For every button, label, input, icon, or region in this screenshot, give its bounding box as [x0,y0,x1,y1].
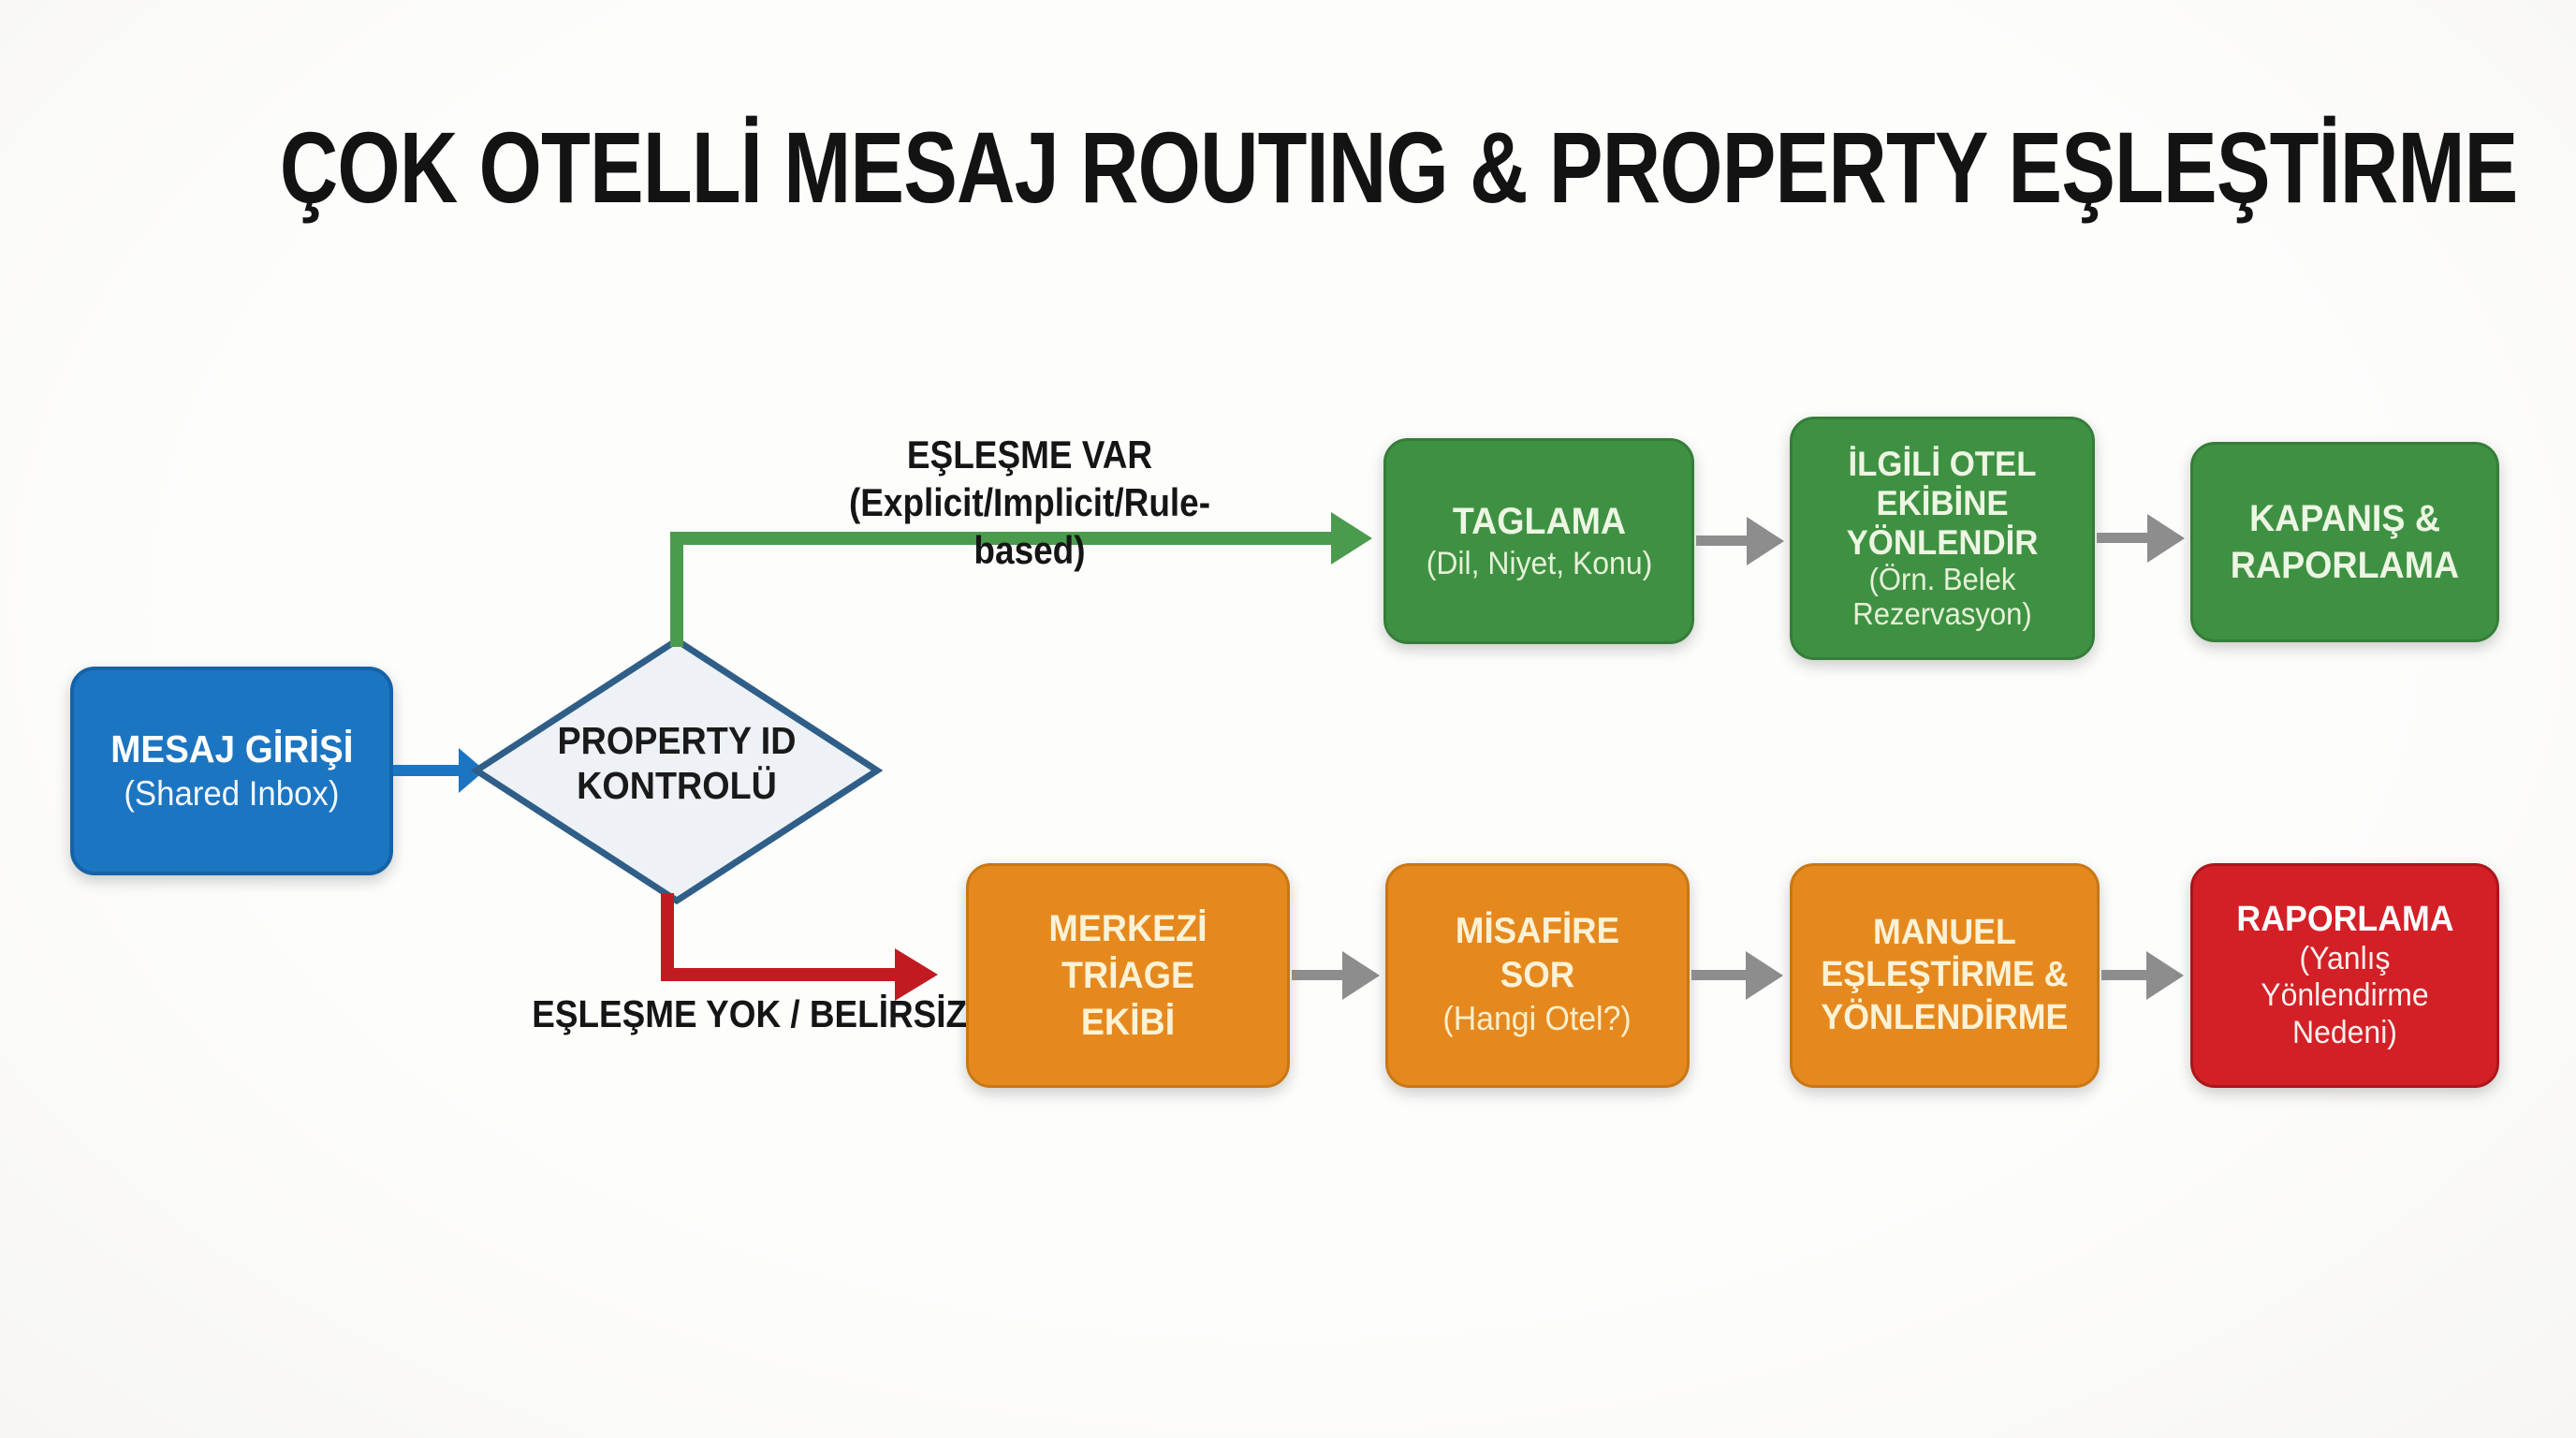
arrow-taglama-to-ilgili-shaft [1696,536,1750,546]
node-misafire-sor-title: MİSAFİRE SOR [1455,910,1620,995]
node-kapanis: KAPANIŞ & RAPORLAMA [2190,442,2499,642]
node-property-id-kontrolu: PROPERTY ID KONTROLÜ [557,719,797,807]
match-edge-label-line1: EŞLEŞME VAR [906,433,1153,477]
node-ilgili-otel: İLGİLİ OTEL EKİBİNE YÖNLENDİR (Örn. Bele… [1790,417,2095,660]
match-connector-horizontal [670,532,1333,545]
match-connector-vertical [670,538,683,647]
arrow-manuel-to-raporlama-shaft [2101,970,2150,980]
arrow-manuel-to-raporlama-head [2146,951,2184,1000]
arrow-misafire-to-manuel-shaft [1691,970,1749,980]
node-manuel-eslestirme-title: MANUEL EŞLEŞTİRME & YÖNLENDİRME [1821,912,2069,1037]
no-match-connector-horizontal [661,968,897,981]
arrow-triage-to-misafire-shaft [1292,970,1346,980]
node-manuel-eslestirme: MANUEL EŞLEŞTİRME & YÖNLENDİRME [1790,863,2100,1088]
node-taglama-subtitle: (Dil, Niyet, Konu) [1426,545,1652,581]
node-mesaj-girisi: MESAJ GİRİŞİ (Shared Inbox) [70,667,393,875]
page-title: ÇOK OTELLİ MESAJ ROUTING & PROPERTY EŞLE… [0,109,2576,226]
arrow-taglama-to-ilgili-head [1747,517,1784,565]
match-edge-label: EŞLEŞME VAR (Explicit/Implicit/Rule-base… [799,431,1261,575]
decision-diamond-shape [471,636,883,905]
arrow-input-to-decision-shaft [393,765,461,776]
page-title-text: ÇOK OTELLİ MESAJ ROUTING & PROPERTY EŞLE… [279,110,2518,224]
node-raporlama-subtitle: (Yanlış Yönlendirme Nedeni) [2261,940,2429,1050]
arrow-misafire-to-manuel-head [1746,951,1783,1000]
arrow-triage-to-misafire-head [1342,951,1380,1000]
match-edge-label-line2: (Explicit/Implicit/Rule-based) [848,480,1211,573]
node-ilgili-otel-title: İLGİLİ OTEL EKİBİNE YÖNLENDİR [1846,444,2039,563]
node-misafire-sor-subtitle: (Hangi Otel?) [1442,999,1632,1038]
arrow-ilgili-to-kapanis-shaft [2097,533,2151,543]
no-match-edge-label: EŞLEŞME YOK / BELİRSİZ [532,992,968,1035]
node-raporlama-title: RAPORLAMA [2235,900,2454,939]
node-taglama-title: TAGLAMA [1452,500,1626,542]
node-mesaj-girisi-subtitle: (Shared Inbox) [124,773,340,813]
match-connector-arrowhead [1331,512,1372,565]
node-raporlama: RAPORLAMA (Yanlış Yönlendirme Nedeni) [2190,863,2499,1088]
node-merkezi-triage: MERKEZİ TRİAGE EKİBİ [966,863,1290,1088]
node-ilgili-otel-subtitle: (Örn. Belek Rezervasyon) [1852,562,2032,632]
node-kapanis-title: KAPANIŞ & RAPORLAMA [2230,498,2460,586]
no-match-connector-arrowhead [895,948,938,1001]
node-mesaj-girisi-title: MESAJ GİRİŞİ [110,726,354,770]
no-match-connector-vertical [661,893,674,979]
node-taglama: TAGLAMA (Dil, Niyet, Konu) [1383,438,1694,644]
node-misafire-sor: MİSAFİRE SOR (Hangi Otel?) [1385,863,1690,1088]
arrow-ilgili-to-kapanis-head [2147,514,2185,563]
node-merkezi-triage-title: MERKEZİ TRİAGE EKİBİ [1048,908,1208,1043]
